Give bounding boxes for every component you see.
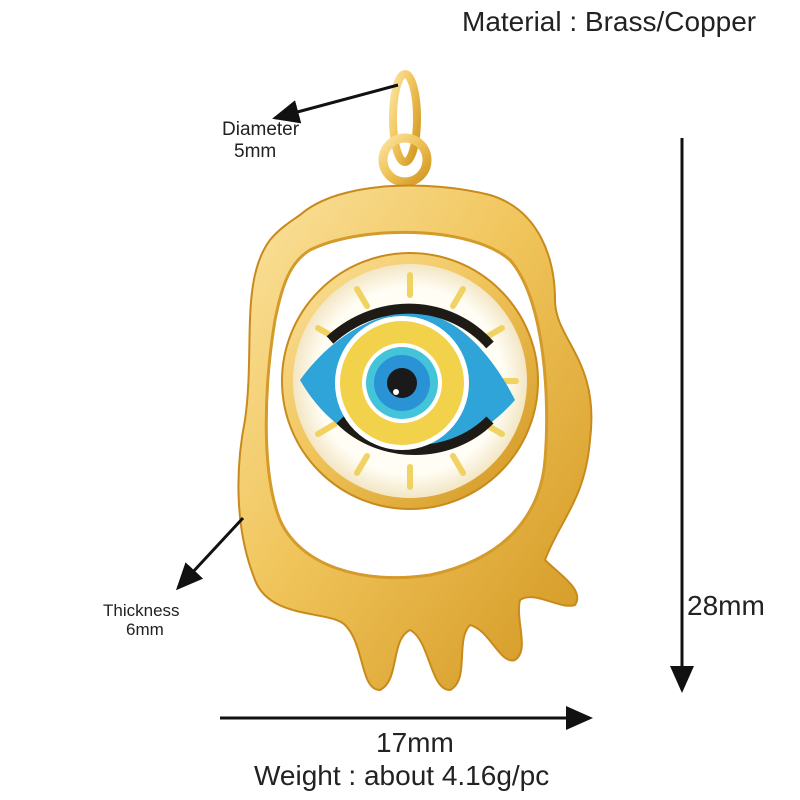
diameter-label: Diameter: [222, 119, 300, 140]
thickness-label: Thickness: [103, 601, 180, 620]
diameter-value: 5mm: [234, 141, 277, 162]
jump-ring: [378, 70, 432, 187]
thickness-value: 6mm: [126, 620, 164, 639]
thickness-arrow: [175, 516, 245, 591]
weight-label: Weight : about 4.16g/pc: [254, 760, 550, 791]
material-label: Material : Brass/Copper: [462, 6, 757, 37]
width-value: 17mm: [376, 727, 454, 758]
diameter-arrow: [272, 83, 399, 124]
evil-eye-cabochon: [281, 252, 539, 510]
height-value: 28mm: [687, 590, 765, 621]
